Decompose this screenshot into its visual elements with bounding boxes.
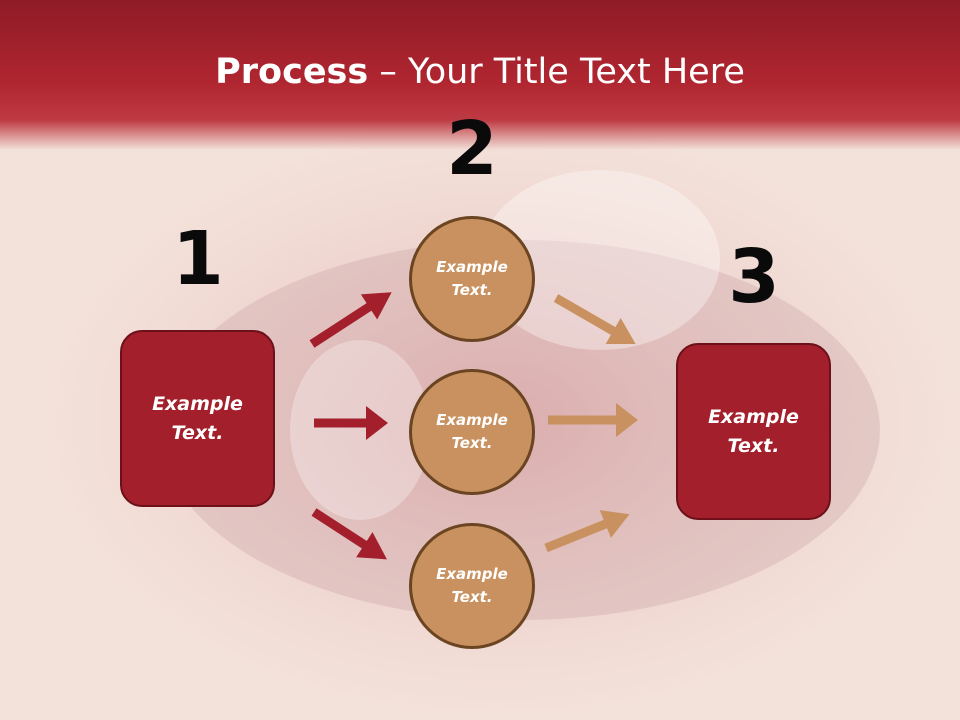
- left-box: Example Text.: [120, 330, 275, 507]
- tan-arrows: [544, 294, 638, 553]
- arrow-to-bottom-circle: [311, 508, 387, 560]
- right-box-text: Example Text.: [708, 405, 799, 457]
- arrow-from-bottom-circle: [544, 510, 630, 553]
- red-arrows: [309, 292, 392, 560]
- arrow-to-top-circle: [309, 292, 392, 348]
- title-rest: – Your Title Text Here: [368, 52, 745, 92]
- step-number-3: 3: [728, 234, 780, 320]
- arrow-from-top-circle: [553, 294, 636, 344]
- slide-title: Process – Your Title Text Here: [0, 52, 960, 92]
- step-number-2: 2: [446, 106, 498, 192]
- arrow-from-middle-circle: [548, 403, 638, 437]
- arrow-to-middle-circle: [314, 406, 388, 440]
- title-band: [0, 0, 960, 150]
- circle-bottom: Example Text.: [409, 523, 535, 649]
- circle-middle-text: Example Text.: [436, 411, 508, 452]
- circle-top-text: Example Text.: [436, 258, 508, 299]
- circle-middle: Example Text.: [409, 369, 535, 495]
- left-box-text: Example Text.: [152, 392, 243, 444]
- right-box: Example Text.: [676, 343, 831, 520]
- circle-top: Example Text.: [409, 216, 535, 342]
- step-number-1: 1: [172, 216, 224, 302]
- title-bold: Process: [215, 52, 369, 92]
- circle-bottom-text: Example Text.: [436, 565, 508, 606]
